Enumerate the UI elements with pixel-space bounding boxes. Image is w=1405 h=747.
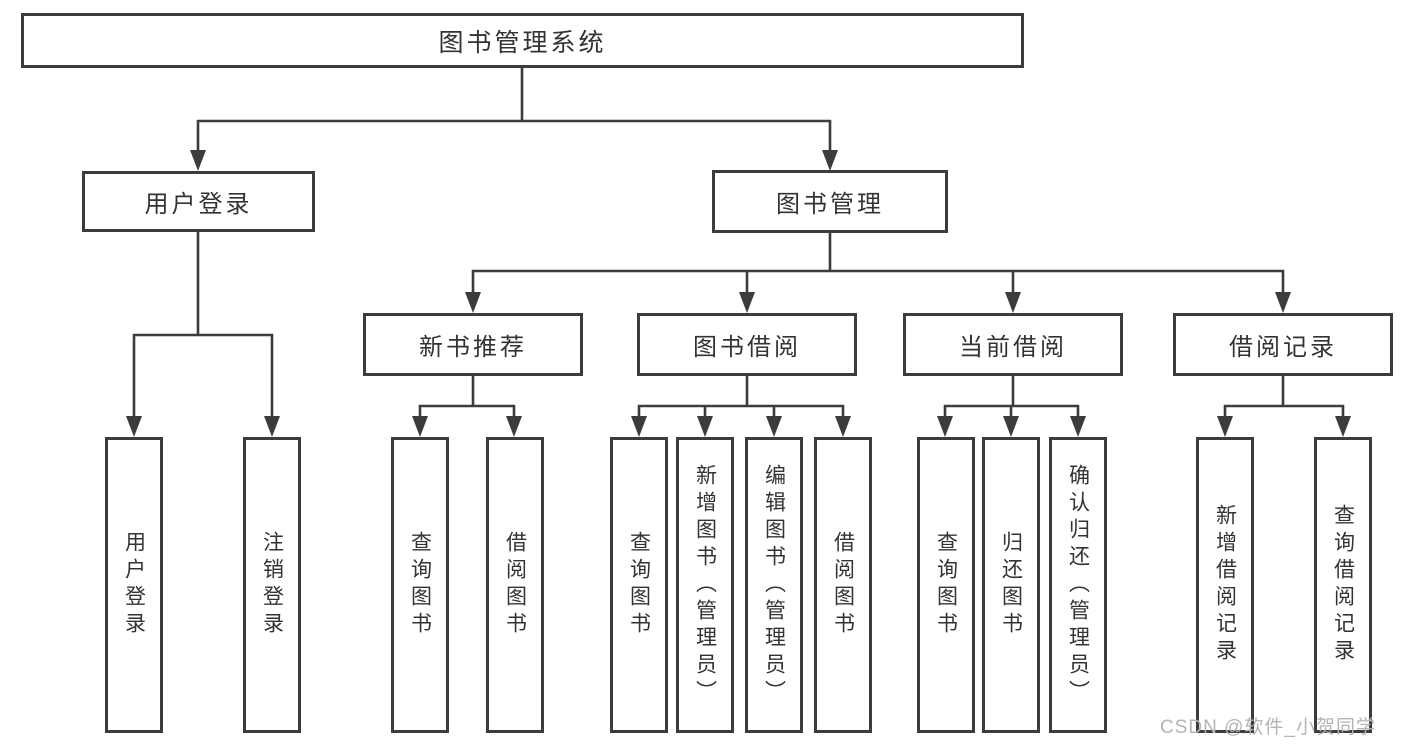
leaf-add-books-admin: 新增图书（管理员） bbox=[676, 437, 734, 733]
leaf-borrow-books-1: 借阅图书 bbox=[486, 437, 544, 733]
node-book-management: 图书管理 bbox=[712, 170, 948, 233]
leaf-confirm-return-admin: 确认归还（管理员） bbox=[1049, 437, 1107, 733]
node-current-borrow: 当前借阅 bbox=[903, 313, 1123, 376]
leaf-query-books-2: 查询图书 bbox=[610, 437, 668, 733]
leaf-query-borrow-record: 查询借阅记录 bbox=[1314, 437, 1372, 733]
csdn-watermark: CSDN @软件_小贺同学 bbox=[1160, 717, 1376, 738]
leaf-return-books: 归还图书 bbox=[982, 437, 1040, 733]
node-user-login: 用户登录 bbox=[82, 171, 315, 232]
leaf-user-login: 用户登录 bbox=[105, 437, 163, 733]
leaf-query-books-1: 查询图书 bbox=[391, 437, 449, 733]
node-book-borrow: 图书借阅 bbox=[637, 313, 857, 376]
arrowheads bbox=[126, 150, 1351, 437]
leaf-add-borrow-record: 新增借阅记录 bbox=[1196, 437, 1254, 733]
leaf-query-books-3: 查询图书 bbox=[917, 437, 975, 733]
leaf-borrow-books-2: 借阅图书 bbox=[814, 437, 872, 733]
leaf-logout: 注销登录 bbox=[243, 437, 301, 733]
node-new-book-recommend: 新书推荐 bbox=[363, 313, 583, 376]
node-borrow-records: 借阅记录 bbox=[1173, 313, 1393, 376]
leaf-edit-books-admin: 编辑图书（管理员） bbox=[745, 437, 803, 733]
node-root: 图书管理系统 bbox=[21, 13, 1024, 68]
